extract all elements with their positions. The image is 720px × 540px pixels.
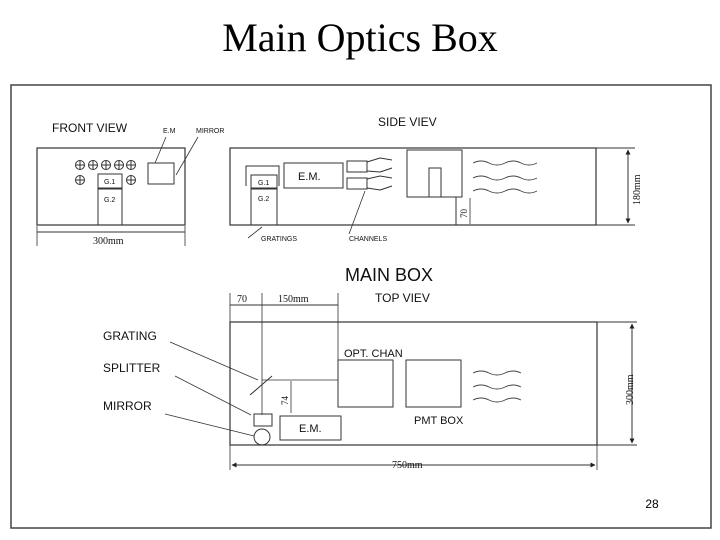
top-height-label: 300mm [625, 374, 636, 405]
side-em-box [283, 162, 344, 189]
side-channels-leader [348, 190, 366, 235]
top-dim-70: 70 [237, 294, 247, 305]
front-grating-2 [97, 188, 123, 226]
slide-title: Main Optics Box [222, 15, 498, 60]
side-pmt-inner [428, 167, 442, 197]
front-em-leader [154, 136, 167, 164]
mirror-leader [164, 413, 255, 437]
top-wave-lines [472, 370, 522, 403]
front-view-title: FRONT VIEW [52, 121, 128, 135]
side-channels-label: CHANNELS [349, 236, 387, 243]
opt-chan-label: OPT. CHAN [344, 348, 403, 360]
side-view: SIDE VIEV 180mm G.1 G.2 E.M. 70 GRATI [229, 115, 643, 243]
side-dim-70: 70 [459, 209, 469, 219]
side-grating-2-label: G.2 [258, 196, 269, 203]
front-mirror-cluster [75, 160, 136, 185]
side-grating-2 [250, 188, 278, 226]
top-dim-74: 74 [280, 396, 290, 406]
opt-chan-box [337, 359, 394, 408]
pmt-box-label: PMT BOX [414, 415, 464, 427]
top-em-box [279, 415, 342, 441]
main-box: MAIN BOX TOP VIEV 70 150mm 300mm GRATING… [103, 265, 637, 471]
side-channels [346, 157, 393, 191]
grating-element [249, 375, 273, 396]
front-mirror-leader [175, 136, 199, 176]
side-gratings-label: GRATINGS [261, 236, 297, 243]
main-box-title: MAIN BOX [345, 265, 433, 285]
side-wave-lines [472, 160, 538, 194]
front-grating-2-label: G.2 [104, 197, 115, 204]
top-view-box [229, 321, 598, 446]
mirror-element [253, 428, 271, 446]
mirror-label: MIRROR [103, 399, 152, 413]
front-em-box [147, 162, 175, 185]
side-grating-bracket [245, 165, 280, 186]
front-mirror-label: MIRROR [196, 128, 224, 135]
side-pmt-box [406, 149, 463, 198]
side-em-label: E.M. [298, 171, 321, 183]
top-dim-150: 150mm [278, 294, 309, 305]
top-view-title: TOP VIEV [375, 291, 430, 305]
grating-label: GRATING [103, 329, 157, 343]
front-view: FRONT VIEW E.M MIRROR G.1 G.2 300mm [36, 121, 224, 247]
top-em-label: E.M. [299, 423, 322, 435]
front-grating-1 [97, 173, 123, 189]
side-grating-1 [250, 174, 278, 189]
front-grating-1-label: G.1 [104, 179, 115, 186]
drawing-frame [10, 84, 712, 529]
front-width-label: 300mm [93, 236, 124, 247]
grating-leader [169, 341, 259, 381]
side-view-title: SIDE VIEV [378, 115, 437, 129]
pmt-box [405, 359, 462, 408]
splitter-label: SPLITTER [103, 361, 161, 375]
page-number: 28 [645, 497, 659, 511]
front-em-label: E.M [163, 128, 176, 135]
side-height-label: 180mm [632, 174, 643, 205]
splitter-leader [174, 375, 252, 416]
side-view-box [229, 147, 597, 226]
side-gratings-leader [247, 226, 263, 239]
side-grating-1-label: G.1 [258, 180, 269, 187]
top-width-label: 750mm [392, 460, 423, 471]
splitter-element [253, 413, 273, 427]
